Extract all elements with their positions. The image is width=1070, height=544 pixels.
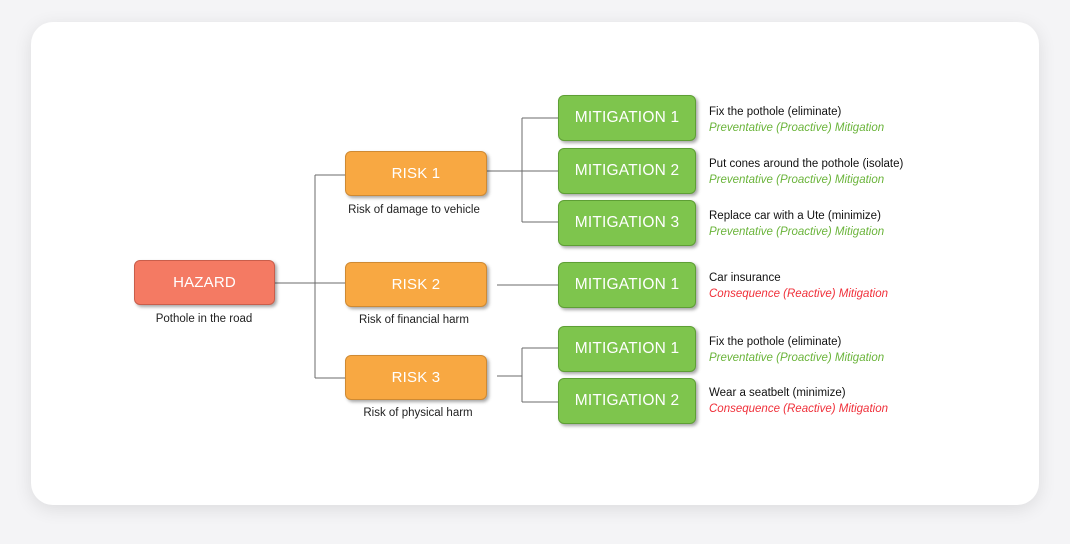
risk-1-mitigation-3-node: MITIGATION 3 <box>558 200 696 246</box>
mitigation-type: Consequence (Reactive) Mitigation <box>709 403 888 415</box>
mitigation-action: Fix the pothole (eliminate) <box>709 336 842 348</box>
mitigation-type: Preventative (Proactive) Mitigation <box>709 122 885 134</box>
risk-2-mitigation-1-details: Car insurance Consequence (Reactive) Mit… <box>709 270 888 302</box>
mitigation-type: Preventative (Proactive) Mitigation <box>709 174 885 186</box>
risk-2-description: Risk of financial harm <box>359 314 469 326</box>
hazard-description: Pothole in the road <box>155 313 253 325</box>
risk-1-mitigation-1-node: MITIGATION 1 <box>558 95 696 141</box>
risk-3-mitigation-1-node: MITIGATION 1 <box>558 326 696 372</box>
mitigation-type: Preventative (Proactive) Mitigation <box>709 352 885 364</box>
mitigation-action: Wear a seatbelt (minimize) <box>709 387 846 399</box>
risk-3-mitigation-2-details: Wear a seatbelt (minimize) Consequence (… <box>709 385 888 417</box>
risk-2-mitigation-1-node: MITIGATION 1 <box>558 262 696 308</box>
risk-3-node: RISK 3 <box>345 355 487 400</box>
risk-1-mitigation-3-details: Replace car with a Ute (minimize) Preven… <box>709 208 884 240</box>
risk-3-description: Risk of physical harm <box>363 407 473 419</box>
risk-1-description: Risk of damage to vehicle <box>348 204 480 216</box>
risk-2-node: RISK 2 <box>345 262 487 307</box>
risk-1-mitigation-2-node: MITIGATION 2 <box>558 148 696 194</box>
risk-1-mitigation-2-details: Put cones around the pothole (isolate) P… <box>709 156 903 188</box>
mitigation-action: Replace car with a Ute (minimize) <box>709 210 881 222</box>
risk-1-mitigation-1-details: Fix the pothole (eliminate) Preventative… <box>709 104 884 136</box>
risk-1-node: RISK 1 <box>345 151 487 196</box>
mitigation-type: Consequence (Reactive) Mitigation <box>709 288 888 300</box>
mitigation-action: Fix the pothole (eliminate) <box>709 106 842 118</box>
hazard-node: HAZARD <box>134 260 275 305</box>
mitigation-type: Preventative (Proactive) Mitigation <box>709 226 885 238</box>
risk-3-mitigation-2-node: MITIGATION 2 <box>558 378 696 424</box>
mitigation-action: Put cones around the pothole (isolate) <box>709 158 904 170</box>
mitigation-action: Car insurance <box>709 272 781 284</box>
risk-3-mitigation-1-details: Fix the pothole (eliminate) Preventative… <box>709 334 884 366</box>
